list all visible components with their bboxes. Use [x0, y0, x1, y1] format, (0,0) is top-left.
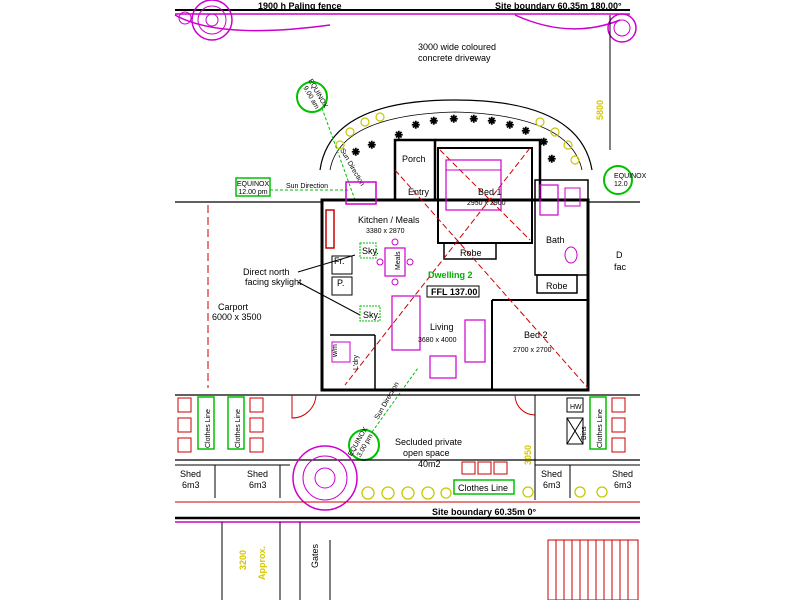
svg-text:6m3: 6m3 — [182, 480, 200, 490]
tree-top-right — [607, 13, 637, 43]
washing-machine-label: w/m — [332, 344, 339, 358]
garden-arc: ✳✳ ✳✳ ✳✳ ✳✳ ✳✳ ✳✳ — [319, 99, 593, 171]
ffl-label: FFL 137.00 — [431, 287, 477, 297]
hatched-area — [547, 539, 639, 600]
right-fac-label: fac — [614, 262, 627, 272]
svg-text:Clothes Line: Clothes Line — [205, 409, 212, 448]
tree-top-left — [178, 0, 233, 41]
equinox-marker-12pm: EQUINOX 12.00 pm Sun Direction — [235, 177, 350, 197]
open-space-line3: 40m2 — [418, 459, 441, 469]
svg-text:✳: ✳ — [548, 154, 556, 164]
room-kitchen-size: 3380 x 2870 — [366, 228, 405, 235]
living-furniture — [391, 295, 486, 379]
room-bath: Bath — [546, 235, 565, 245]
svg-text:✳: ✳ — [368, 140, 376, 150]
clothes-lines-right: Clothes Line HW Bins — [566, 396, 626, 453]
dim-approx: Approx. — [257, 546, 267, 580]
svg-text:✳: ✳ — [430, 116, 438, 126]
room-entry: Entry — [408, 187, 430, 197]
svg-text:EQUINOX: EQUINOX — [614, 173, 647, 180]
svg-text:Shed: Shed — [541, 469, 562, 479]
svg-text:✳: ✳ — [506, 120, 514, 130]
skylight-note-1: Direct north — [243, 267, 290, 277]
svg-text:✳: ✳ — [488, 116, 496, 126]
site-bottom-label: Site boundary 60.35m 0° — [432, 507, 537, 517]
room-bed2-size: 2700 x 2700 — [513, 347, 552, 354]
svg-text:6m3: 6m3 — [543, 480, 561, 490]
svg-text:12.0: 12.0 — [614, 181, 628, 188]
svg-text:✳: ✳ — [352, 147, 360, 157]
room-living-size: 3680 x 4000 — [418, 337, 457, 344]
room-porch: Porch — [402, 154, 426, 164]
room-meals: Meals — [395, 251, 402, 270]
room-bed1: Bed 1 — [478, 187, 502, 197]
dim-3200: 3200 — [238, 550, 248, 570]
driveway-line2: concrete driveway — [418, 53, 491, 63]
svg-text:Clothes Line: Clothes Line — [597, 409, 604, 448]
svg-text:✳: ✳ — [540, 137, 548, 147]
svg-text:EQUINOX: EQUINOX — [237, 181, 270, 188]
svg-text:Sun Direction: Sun Direction — [286, 183, 328, 190]
svg-text:Clothes Line: Clothes Line — [235, 409, 242, 448]
gates-label: Gates — [310, 543, 320, 568]
skylight-note-2: facing skylight — [245, 277, 302, 287]
skylight-2: Sky. — [363, 310, 380, 320]
svg-text:✳: ✳ — [412, 120, 420, 130]
fence-top-label: 1900 h Paling fence — [258, 1, 342, 11]
clothes-lines-left: Clothes Line Clothes Line — [177, 396, 264, 453]
site-top-label: Site boundary 60.35m 180.00° — [495, 1, 622, 11]
open-space-line2: open space — [403, 448, 450, 458]
svg-text:Shed: Shed — [612, 469, 633, 479]
hot-water-label: HW — [570, 404, 582, 411]
carport-size: 6000 x 3500 — [212, 312, 262, 322]
bins-label: Bins — [581, 426, 588, 440]
right-d-label: D — [616, 250, 623, 260]
room-laundry: L'dry — [353, 355, 360, 370]
driveway-line1: 3000 wide coloured — [418, 42, 496, 52]
skylight-1: Sky. — [362, 246, 379, 256]
svg-text:Shed: Shed — [180, 469, 201, 479]
room-living: Living — [430, 322, 454, 332]
kitchen-fixtures — [325, 181, 414, 322]
bottom-boundary: Site boundary 60.35m 0° — [175, 501, 640, 523]
clothes-line-bottom — [453, 479, 515, 495]
svg-text:✳: ✳ — [470, 114, 478, 124]
svg-text:12.00 pm: 12.00 pm — [238, 189, 267, 196]
carport: Carport 6000 x 3500 — [207, 205, 262, 388]
dim-3050: 3050 — [523, 445, 533, 465]
sightlines — [344, 147, 589, 389]
room-kitchen: Kitchen / Meals — [358, 215, 420, 225]
svg-text:6m3: 6m3 — [249, 480, 267, 490]
svg-text:✳: ✳ — [522, 126, 530, 136]
pantry-label: P. — [337, 278, 344, 288]
svg-text:Clothes Line: Clothes Line — [458, 483, 508, 493]
tree-bottom — [292, 445, 358, 511]
open-space-line1: Secluded private — [395, 437, 462, 447]
carport-label: Carport — [218, 302, 249, 312]
room-bed2: Bed 2 — [524, 330, 548, 340]
fridge-label: Fr. — [334, 256, 345, 266]
svg-text:✳: ✳ — [450, 114, 458, 124]
sheds: Shed 6m3 Shed 6m3 Shed 6m3 Shed 6m3 — [175, 464, 640, 498]
dwelling-label: Dwelling 2 — [428, 270, 473, 280]
svg-text:✳: ✳ — [395, 130, 403, 140]
room-robe1: Robe — [460, 248, 482, 258]
dim-5800: 5800 — [595, 100, 605, 120]
bed1-bed — [445, 159, 502, 211]
room-robe2: Robe — [546, 281, 568, 291]
dwelling-walls — [320, 138, 590, 392]
svg-text:Shed: Shed — [247, 469, 268, 479]
equinox-marker-right: EQUINOX 12.0 — [603, 165, 647, 195]
svg-text:6m3: 6m3 — [614, 480, 632, 490]
shrubs-bottom — [361, 486, 608, 500]
room-bed1-size: 2950 x 2900 — [467, 200, 506, 207]
